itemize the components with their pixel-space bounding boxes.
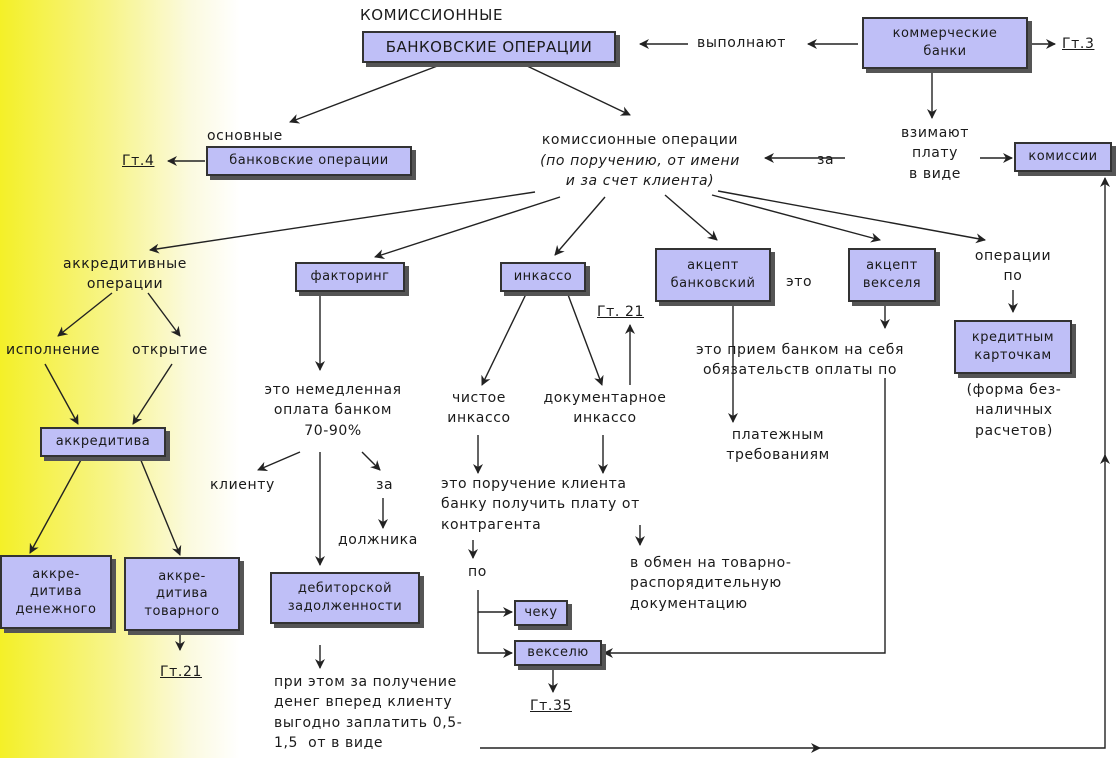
accept-desc: это прием банком на себя обязательств оп…: [696, 342, 904, 379]
doc-collection-label: документарное инкассо: [543, 390, 667, 427]
ref-g35: Гт.35: [530, 698, 572, 714]
bill-box: векселю: [514, 640, 602, 666]
receivables-box: дебиторской задолженности: [270, 572, 420, 624]
title-line-2: БАНКОВСКИЕ ОПЕРАЦИИ: [385, 37, 593, 56]
charge-label: взимают плату в виде: [900, 125, 970, 182]
bank-accept-box: акцепт банковский: [655, 248, 771, 302]
letter-of-credit-box: аккредитива: [40, 427, 166, 457]
collection-box: инкассо: [500, 262, 586, 292]
execution-label: исполнение: [6, 342, 101, 358]
title-line-1: КОМИССИОННЫЕ: [360, 6, 504, 24]
credit-cards-box: кредитным карточкам: [954, 320, 1072, 374]
title-box: БАНКОВСКИЕ ОПЕРАЦИИ: [362, 31, 616, 63]
debtor-label: должника: [338, 532, 418, 548]
basic-ops-label: основные: [207, 128, 283, 144]
opening-label: открытие: [132, 342, 208, 358]
po-label: по: [468, 564, 487, 580]
to-client-label: клиенту: [210, 477, 275, 493]
basic-ops-box: банковские операции: [206, 146, 412, 176]
for-label: за: [817, 152, 835, 168]
payment-claims-label: платежным требованиям: [726, 427, 830, 464]
bill-accept-box: акцепт векселя: [848, 248, 936, 302]
clean-collection-label: чистое инкассо: [447, 390, 511, 427]
factoring-desc: это немедленная оплата банком 70-90%: [264, 382, 402, 439]
for-debtor-label: за: [376, 477, 394, 493]
commission-ops-italic: (по поручению, от имени и за счет клиент…: [540, 153, 740, 190]
ref-g21-a: Гт.21: [160, 664, 202, 680]
collection-desc: это поручение клиента банку получить пла…: [441, 476, 640, 533]
commercial-banks-box: коммерческие банки: [862, 17, 1028, 69]
letter-of-credit-ops-label: аккредитивные операции: [63, 256, 187, 293]
factoring-note: при этом за получение денег вперед клиен…: [274, 674, 463, 751]
cheque-box: чеку: [514, 600, 568, 626]
cash-loc-box: аккре- дитива денежного: [0, 555, 112, 629]
ref-g4: Гт.4: [122, 153, 155, 169]
perform-label: выполнают: [697, 35, 787, 51]
factoring-box: факторинг: [295, 262, 405, 292]
commission-box: комиссии: [1014, 142, 1112, 172]
ops-by-label: операции по: [974, 248, 1052, 285]
cashless-form-label: (форма без- наличных расчетов): [966, 382, 1062, 439]
commission-ops-label: комиссионные операции: [541, 132, 739, 148]
exchange-docs-label: в обмен на товарно- распорядительную док…: [630, 555, 792, 612]
commodity-loc-box: аккре- дитива товарного: [124, 557, 240, 631]
eto-label: это: [786, 274, 813, 290]
ref-g3: Гт.3: [1062, 36, 1095, 52]
ref-g21-b: Гт. 21: [597, 304, 645, 320]
